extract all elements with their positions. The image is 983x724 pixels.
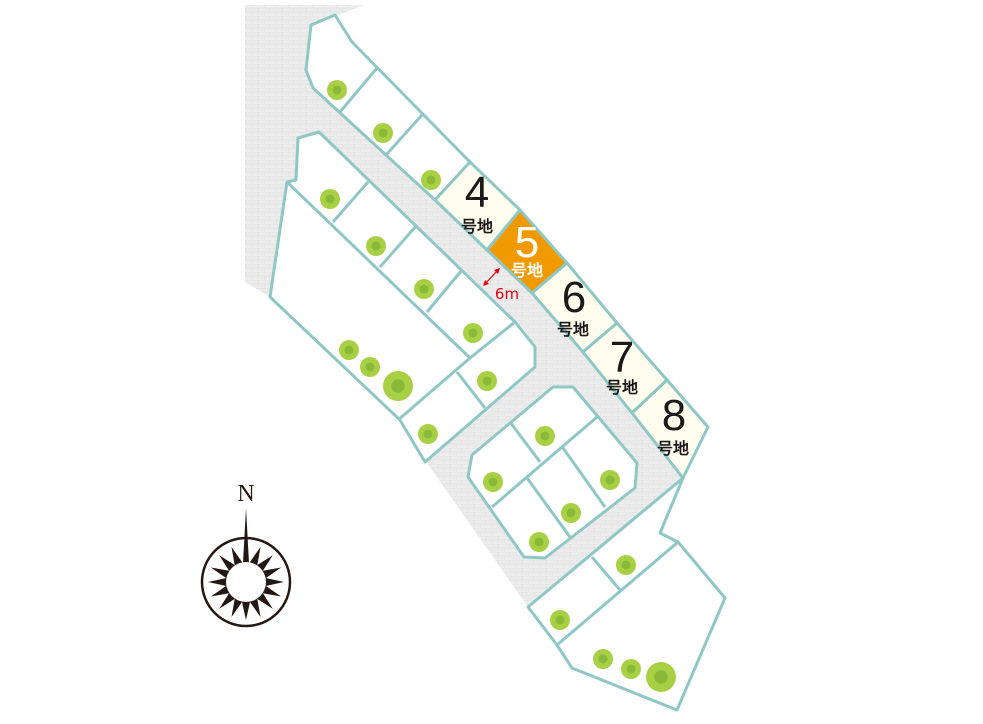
tree-icon — [477, 371, 497, 391]
tree-icon — [561, 503, 581, 523]
lot-divider — [525, 477, 572, 538]
tree-icon — [593, 649, 613, 669]
lot-4[interactable]: 4 号地 — [433, 160, 522, 252]
road-width-dimension: 6m — [483, 268, 519, 303]
lot-divider — [491, 415, 598, 509]
lot-divider — [508, 421, 542, 463]
lot-suffix: 号地 — [511, 261, 543, 280]
compass-ray — [210, 567, 231, 579]
lot-divider — [556, 540, 679, 647]
tree-icon — [535, 426, 555, 446]
compass-ray — [231, 597, 243, 618]
lot-8[interactable]: 8 号地 — [630, 378, 710, 480]
lot-suffix: 号地 — [657, 439, 689, 458]
tree-icon — [327, 80, 347, 100]
lot-number: 4 — [465, 168, 489, 217]
tree-icon — [463, 323, 483, 343]
tree-icon — [483, 472, 503, 492]
lot-suffix: 号地 — [606, 378, 638, 397]
tree-icon — [646, 662, 676, 692]
tree-icon — [600, 470, 620, 490]
lot-divider — [469, 320, 516, 360]
tree-icon — [339, 340, 359, 360]
trees — [320, 80, 676, 692]
lot-number: 6 — [562, 273, 586, 322]
tree-icon — [418, 424, 438, 444]
compass: N — [200, 481, 292, 628]
lot-number: 8 — [662, 391, 686, 440]
tree-icon — [360, 357, 380, 377]
lot-6[interactable]: 6 号地 — [530, 261, 619, 354]
tree-icon — [529, 532, 549, 552]
compass-ray — [249, 546, 261, 567]
dimension-arrow — [484, 269, 499, 285]
compass-ray — [219, 555, 236, 572]
lot-suffix: 号地 — [461, 217, 493, 236]
lot-divider — [590, 556, 622, 591]
lot-suffix: 号地 — [557, 320, 589, 339]
lot-block-west — [268, 130, 537, 464]
compass-ray — [241, 600, 251, 620]
lot-divider — [425, 269, 464, 313]
tree-icon — [550, 610, 570, 630]
tree-icon — [414, 279, 434, 299]
north-needle-icon — [243, 508, 249, 563]
lot-divider — [561, 447, 607, 508]
tree-icon — [366, 236, 386, 256]
tree-icon — [621, 659, 641, 679]
compass-ray — [231, 546, 243, 567]
tree-icon — [616, 555, 636, 575]
compass-ray — [256, 592, 273, 609]
tree-icon — [320, 189, 340, 209]
lot-divider — [378, 224, 419, 268]
compass-ray — [261, 585, 282, 597]
lot-block-island — [466, 385, 639, 560]
compass-ray — [261, 567, 282, 579]
road-width-label: 6m — [495, 285, 519, 303]
lot-number: 7 — [610, 333, 634, 382]
tree-icon — [421, 170, 441, 190]
compass-ray — [256, 555, 273, 572]
compass-ray — [264, 577, 284, 587]
lot-5[interactable]: 5 号地 — [485, 208, 569, 295]
compass-ray — [249, 597, 261, 618]
lot-divider — [384, 113, 424, 157]
arrow-head — [494, 268, 500, 274]
tree-icon — [373, 123, 393, 143]
compass-ray — [208, 577, 228, 587]
lot-number: 5 — [515, 218, 539, 267]
compass-rays — [208, 546, 284, 620]
lot-divider — [338, 67, 379, 113]
lot-block-south — [526, 476, 727, 712]
compass-ray — [210, 585, 231, 597]
compass-ray — [219, 592, 236, 609]
tree-icon — [383, 371, 413, 401]
lot-divider — [331, 181, 370, 223]
compass-center — [226, 562, 266, 602]
arrow-head — [483, 280, 489, 286]
compass-north-label: N — [237, 481, 254, 507]
lot-divider — [455, 371, 487, 409]
